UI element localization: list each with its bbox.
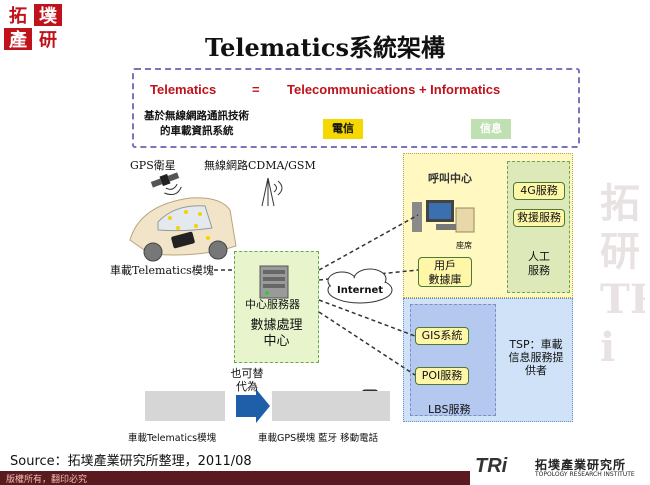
call-center-label: 呼叫中心 — [428, 172, 472, 185]
equation-eq: = — [252, 82, 260, 97]
vehicle-module-label: 車載Telematics模塊 — [110, 264, 214, 277]
antenna-tower-icon — [261, 177, 283, 207]
data-center-label: 數據處理 中心 — [234, 318, 319, 350]
line-to-call-center — [318, 214, 419, 271]
tri-mark: TRi — [475, 455, 507, 478]
tsp-line-3: 供者 — [525, 364, 547, 377]
logo-char-2: 墣 — [34, 4, 62, 27]
info-badge: 信息 — [471, 119, 511, 139]
telecom-badge: 電信 — [323, 119, 363, 139]
copyright: 版權所有，翻印必究 — [6, 475, 88, 485]
gis-button: GIS系統 — [415, 327, 469, 345]
wireless-network-label: 無線網路CDMA/GSM — [204, 159, 316, 172]
lbs-box — [410, 304, 496, 416]
car-illustration — [129, 197, 237, 262]
satellite-icon — [150, 172, 182, 195]
bottom-left-label: 車載Telematics模塊 — [128, 433, 217, 444]
line-to-gis — [318, 299, 416, 337]
tsp-line-1: TSP：車載 — [509, 338, 563, 351]
source-note: Source：拓墣產業研究所整理，2011/08 — [10, 454, 252, 469]
server-icon — [259, 265, 289, 299]
replace-line-2: 代為 — [236, 380, 258, 393]
logo-char-4: 研 — [34, 28, 62, 51]
central-server-label: 中心服務器 — [245, 298, 300, 311]
internet-cloud — [327, 268, 393, 304]
tri-brand: 拓墣產業研究所 — [535, 458, 627, 472]
company-logo: 拓 墣 產 研 — [4, 4, 64, 52]
4g-service-button: 4G服務 — [513, 182, 565, 200]
equation-lhs: Telematics — [150, 82, 217, 97]
gps-satellite-label: GPS衛星 — [130, 159, 176, 172]
tri-mark-text: TRi — [475, 455, 508, 477]
logo-char-1: 拓 — [4, 4, 32, 27]
watermark: 拓研TRi — [600, 180, 645, 371]
replace-line-1: 也可替 — [230, 367, 264, 380]
user-db-button: 用戶 數據庫 — [418, 257, 472, 287]
equation-rhs: Telecommunications + Informatics — [287, 82, 501, 97]
line-to-poi — [318, 311, 416, 376]
page-title: Telematics系統架構 — [204, 33, 446, 62]
tsp-line-2: 信息服務提 — [508, 351, 564, 364]
bottom-right-label: 車載GPS模塊 藍牙 移動電話 — [258, 433, 379, 444]
tech-desc-line-2: 的車載資訊系統 — [160, 125, 234, 137]
definition-box — [132, 68, 580, 148]
tri-subtitle: TOPOLOGY RESEARCH INSTITUTE — [535, 471, 635, 478]
user-db-line-2: 數據庫 — [428, 273, 462, 286]
tech-desc-line-1: 基於無線網路通訊技術 — [144, 110, 249, 122]
manual-service-line-1: 人工 — [528, 250, 550, 263]
poi-button: POI服務 — [415, 367, 469, 385]
logo-char-3: 產 — [4, 28, 32, 51]
module-band-right — [272, 391, 390, 421]
seat-workstation-image — [410, 198, 478, 236]
replace-label: 也可替 代為 — [227, 367, 267, 393]
tsp-label: TSP：車載 信息服務提 供者 — [503, 338, 569, 377]
internet-label: Internet — [337, 285, 384, 296]
footer-bar — [0, 471, 470, 485]
rescue-service-button: 救援服務 — [513, 209, 565, 227]
user-db-line-1: 用戶 — [434, 259, 456, 272]
manual-service-line-2: 服務 — [528, 264, 550, 277]
module-band-left — [145, 391, 225, 421]
data-center-line-1: 數據處理 — [250, 318, 303, 333]
seat-label: 座席 — [456, 241, 472, 250]
data-center-line-2: 中心 — [263, 334, 290, 349]
lbs-label: LBS服務 — [428, 403, 471, 416]
